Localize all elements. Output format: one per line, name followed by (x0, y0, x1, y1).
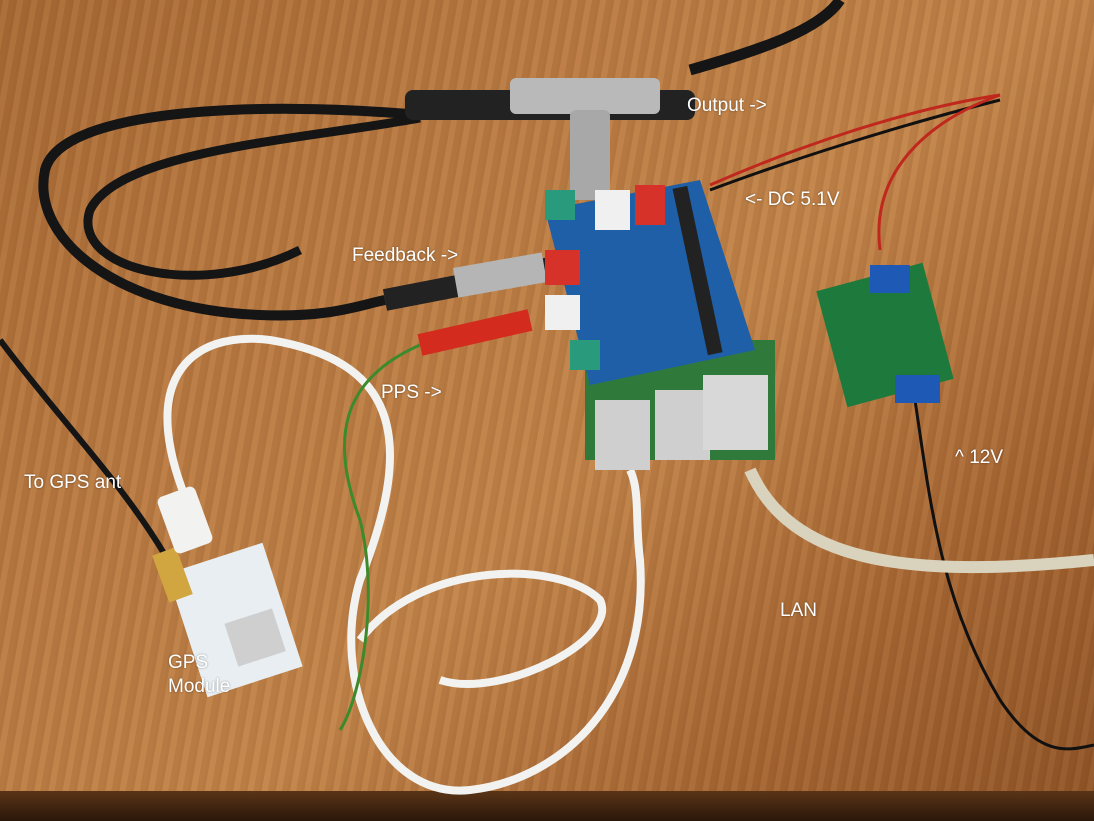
usb-cable-loop (356, 569, 607, 688)
label-gps-antenna: To GPS ant (24, 472, 122, 493)
dc-wire-red (709, 93, 1001, 187)
pps-wire (338, 343, 421, 731)
converter-input-terminal (870, 265, 910, 293)
green-rca-jack-2 (570, 340, 600, 370)
usb-cable (163, 334, 645, 795)
gps-chip (224, 608, 286, 667)
red-rca-jack (635, 185, 665, 225)
white-rca-jack-2 (545, 295, 580, 330)
usb-plug (157, 486, 213, 554)
usb-port-2 (655, 390, 710, 460)
usb-port-1 (595, 400, 650, 470)
sma-connector (152, 547, 193, 603)
label-output: Output -> (687, 95, 767, 116)
coax-cable-output (688, 0, 845, 76)
lan-cable (744, 467, 1094, 574)
green-rca-jack (545, 190, 575, 220)
bnc-t-body (510, 78, 660, 114)
feedback-bnc-connector (453, 252, 547, 298)
dc-wire-black (709, 98, 1001, 192)
pps-rca-plug (417, 309, 533, 356)
label-dc-5v: <- DC 5.1V (745, 189, 840, 210)
converter-wire-red (877, 93, 1001, 251)
label-feedback: Feedback -> (352, 245, 459, 266)
table-edge (0, 791, 1094, 821)
gps-module (167, 542, 303, 698)
ethernet-port (703, 375, 768, 450)
red-rca-jack-2 (545, 250, 580, 285)
coax-cable-loop (38, 103, 421, 321)
coax-cable-loop-2 (83, 113, 421, 280)
white-rca-jack (595, 190, 630, 230)
label-gps-module-2: Module (168, 676, 231, 697)
label-12v: ^ 12V (955, 447, 1004, 468)
buck-converter (816, 262, 954, 408)
12v-wires (913, 399, 1094, 751)
bnc-t-stem (570, 110, 610, 200)
label-lan: LAN (780, 600, 817, 621)
gps-antenna-cable (0, 338, 168, 557)
dsp-hat-board (545, 180, 755, 385)
label-gps-module-1: GPS (168, 652, 209, 673)
gpio-header (672, 185, 723, 356)
converter-output-terminal (895, 375, 940, 403)
label-pps: PPS -> (381, 382, 442, 403)
